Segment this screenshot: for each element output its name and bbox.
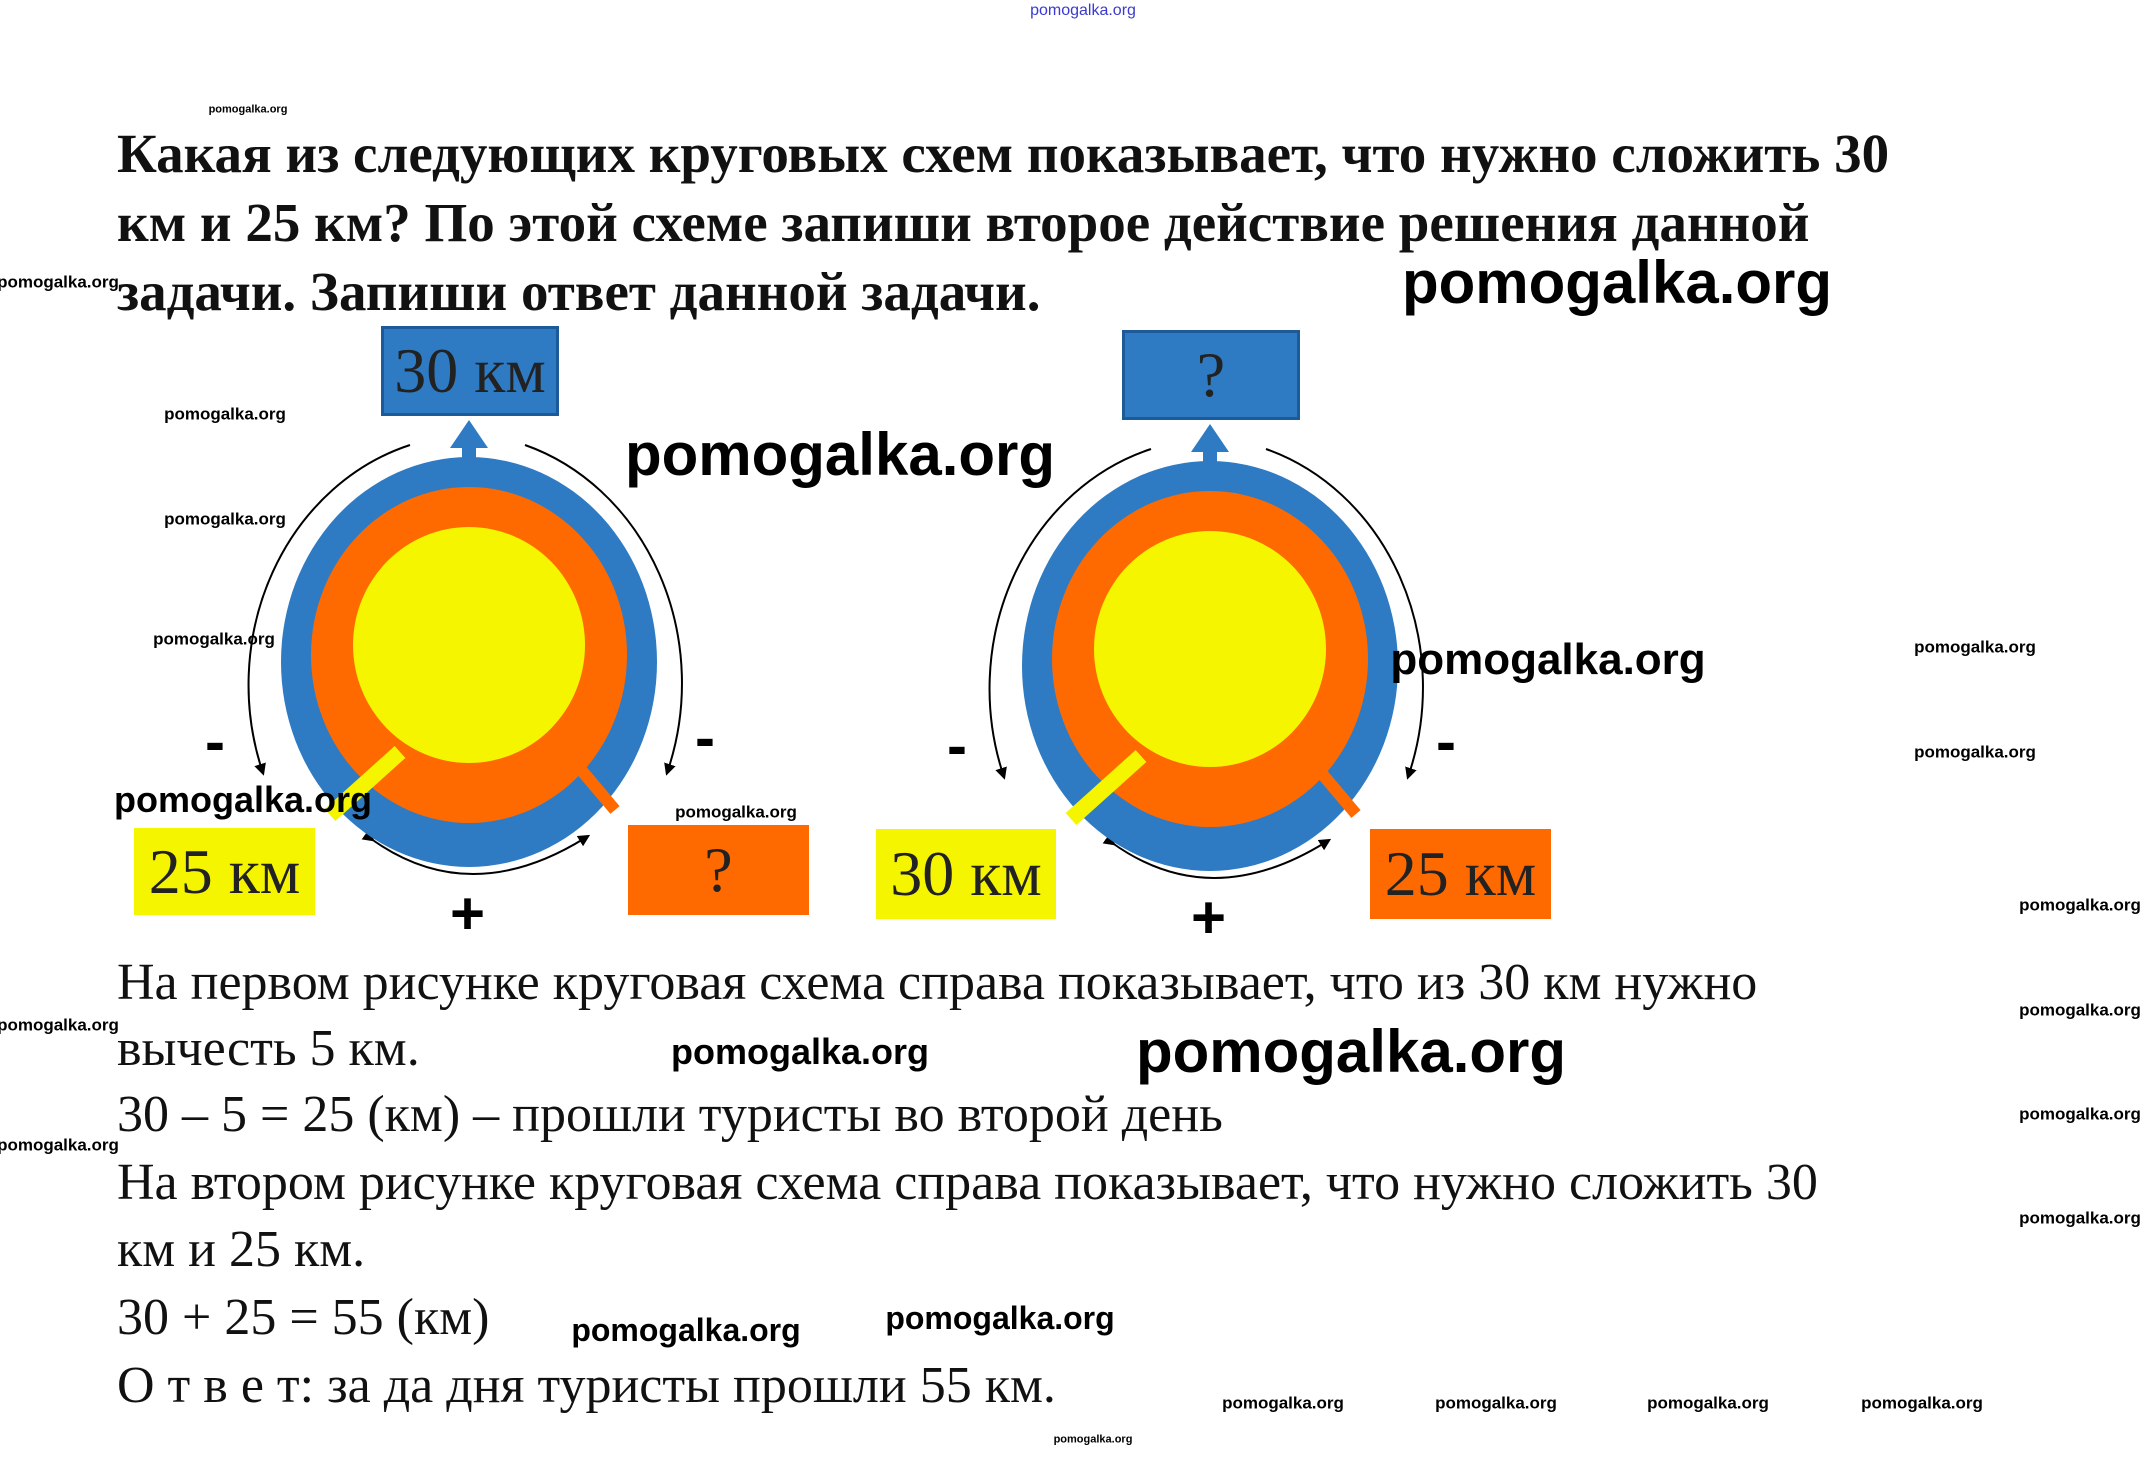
arrow-yellow <box>324 746 406 821</box>
watermark: pomogalka.org <box>1914 637 2036 657</box>
diagram-1-left-box: 25 км <box>134 828 315 915</box>
arc-minus-left <box>247 444 411 776</box>
solution-line-5: км и 25 км. <box>117 1221 366 1278</box>
answer-line: О т в е т: за да дня туристы прошли 55 к… <box>117 1357 1056 1414</box>
solution-line-6: 30 + 25 = 55 (км) <box>117 1289 490 1346</box>
watermark: pomogalka.org <box>1861 1393 1983 1413</box>
watermark: pomogalka.org <box>2019 1104 2141 1124</box>
plus-sign: + <box>450 880 486 947</box>
watermark: pomogalka.org <box>1390 635 1706 684</box>
watermark: pomogalka.org <box>675 802 797 822</box>
diagram-2-graphic <box>988 424 1424 879</box>
watermark: pomogalka.org <box>1030 2 1136 19</box>
watermark: pomogalka.org <box>1435 1393 1557 1413</box>
watermark: pomogalka.org <box>1135 1018 1567 1085</box>
watermark: pomogalka.org <box>624 421 1056 488</box>
watermark: pomogalka.org <box>1222 1393 1344 1413</box>
solution-line-2: вычесть 5 км. <box>117 1020 420 1077</box>
minus-sign: - <box>205 708 225 775</box>
watermark: pomogalka.org <box>2019 1000 2141 1020</box>
minus-sign: - <box>947 712 967 779</box>
watermark: pomogalka.org <box>0 1135 119 1155</box>
watermark: pomogalka.org <box>113 779 373 820</box>
watermark: pomogalka.org <box>0 1015 119 1035</box>
watermark: pomogalka.org <box>670 1031 930 1072</box>
question-line-1: Какая из следующих круговых схем показыв… <box>117 123 1890 184</box>
watermark: pomogalka.org <box>2019 1208 2141 1228</box>
diagram-1-graphic <box>247 420 683 875</box>
watermark: pomogalka.org <box>164 509 286 529</box>
diagram-2-right-box: 25 км <box>1370 829 1551 919</box>
arc-plus <box>361 829 591 875</box>
arrow-up <box>450 420 488 448</box>
solution-line-1: На первом рисунке круговая схема справа … <box>117 954 1758 1011</box>
watermark: pomogalka.org <box>1053 1433 1133 1446</box>
watermark: pomogalka.org <box>164 404 286 424</box>
diagram-2-top-box: ? <box>1122 330 1300 420</box>
watermark: pomogalka.org <box>885 1300 1115 1336</box>
question-line-3: задачи. Запиши ответ данной задачи. <box>117 261 1041 322</box>
watermark: pomogalka.org <box>1647 1393 1769 1413</box>
diagram-1-top-box: 30 км <box>381 326 559 416</box>
plus-sign: + <box>1191 884 1227 951</box>
question-line-2: км и 25 км? По этой схеме запиши второе … <box>117 192 1810 253</box>
watermark: pomogalka.org <box>0 272 119 292</box>
minus-sign: - <box>1436 708 1456 775</box>
solution-line-3: 30 – 5 = 25 (км) – прошли туристы во вто… <box>117 1086 1223 1143</box>
solution-line-4: На втором рисунке круговая схема справа … <box>117 1154 1818 1211</box>
arc-minus-right <box>524 444 683 776</box>
inner-circle <box>353 527 585 763</box>
diagram-1-right-box: ? <box>628 825 809 915</box>
watermark: pomogalka.org <box>1914 742 2036 762</box>
minus-sign: - <box>695 704 715 771</box>
watermark: pomogalka.org <box>2019 895 2141 915</box>
arrow-orange <box>561 748 620 814</box>
watermark: pomogalka.org <box>208 103 288 116</box>
watermark: pomogalka.org <box>571 1312 801 1348</box>
watermark: pomogalka.org <box>153 629 275 649</box>
diagram-2-left-box: 30 км <box>876 829 1056 919</box>
watermark: pomogalka.org <box>1401 249 1833 316</box>
